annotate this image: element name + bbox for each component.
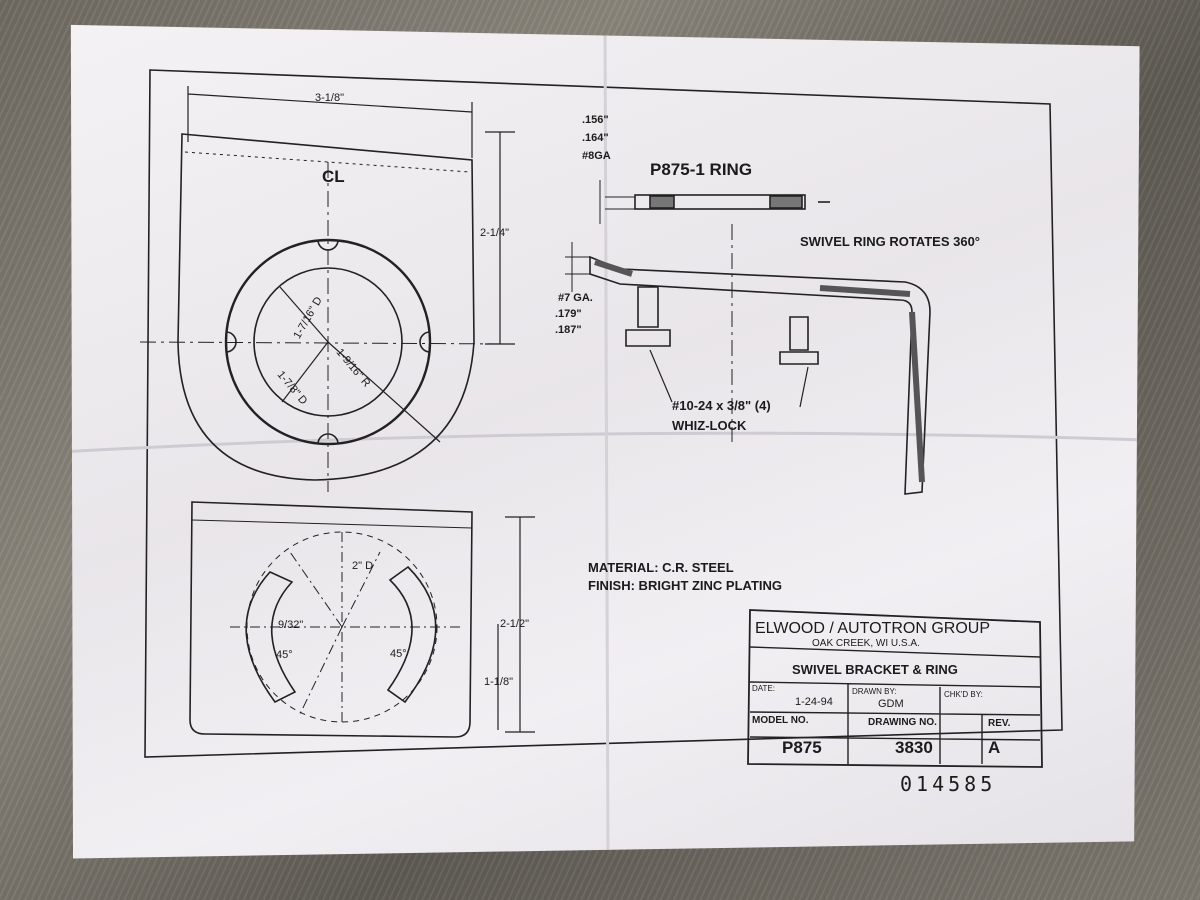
- model-label: MODEL NO.: [752, 715, 809, 726]
- ring-thickness-2: .164": [582, 132, 609, 144]
- right-slot: [386, 565, 437, 704]
- ring-title: P875-1 RING: [650, 160, 753, 179]
- side-view-centerlines: [230, 532, 460, 722]
- finish-note: FINISH: BRIGHT ZINC PLATING: [588, 578, 783, 593]
- height-dimension-line: [485, 131, 515, 345]
- flange-line: [191, 519, 473, 529]
- drawing-number: 3830: [895, 738, 933, 757]
- bracket-section-hatch: [594, 259, 925, 483]
- ring-thickness-dimension: [599, 180, 635, 224]
- screw-spec: #10-24 x 3/8" (4): [672, 398, 771, 413]
- drawn-by-value: GDM: [878, 698, 904, 710]
- centerline-symbol: CL: [322, 167, 345, 186]
- revision-value: A: [988, 738, 1001, 757]
- ring-thickness-1: .156": [582, 114, 609, 126]
- bracket-top-view-outline: [177, 133, 475, 481]
- company-name: ELWOOD / AUTOTRON GROUP: [755, 620, 990, 637]
- lower-height-dimension: 2-1/2": [500, 618, 529, 630]
- drawing-border: [144, 69, 1063, 758]
- notch-left: [225, 331, 237, 353]
- bracket-outer-circle: [224, 238, 432, 446]
- screw-left: [625, 286, 671, 347]
- bracket-thickness-2: .187": [555, 324, 582, 336]
- width-dimension-line: [187, 86, 473, 158]
- bracket-cross-section: [589, 255, 931, 495]
- part-name: SWIVEL BRACKET & RING: [792, 662, 958, 677]
- fold-crease-vertical: [603, 24, 610, 859]
- title-block-frame: [747, 609, 1043, 768]
- title-block-grid: [749, 646, 1041, 764]
- slot-width-label: 9/32": [278, 619, 304, 631]
- notch-bottom: [317, 433, 339, 445]
- technical-drawing-linework: [70, 24, 1140, 859]
- diameter-leaders: [279, 286, 441, 443]
- date-label: DATE:: [752, 684, 775, 693]
- model-number: P875: [782, 738, 822, 757]
- screw-right: [779, 316, 819, 365]
- ring-hatch-left: [649, 195, 675, 209]
- left-slot: [245, 571, 297, 704]
- slot-diameter-label: 2" D: [352, 560, 374, 572]
- material-note: MATERIAL: C.R. STEEL: [588, 560, 734, 575]
- bracket-gauge: #7 GA.: [558, 292, 593, 304]
- screw-type: WHIZ-LOCK: [672, 418, 747, 433]
- side-height-dimensions: [497, 516, 535, 733]
- swivel-note: SWIVEL RING ROTATES 360°: [800, 234, 981, 249]
- company-location: OAK CREEK, WI U.S.A.: [812, 638, 920, 649]
- screw-leaders: [649, 349, 809, 408]
- checked-by-label: CHK'D BY:: [944, 690, 983, 699]
- bracket-side-view-outline: [189, 501, 473, 738]
- serial-number: 014585: [900, 772, 997, 796]
- ring-cross-section: [634, 194, 806, 210]
- left-angle-label: 45°: [276, 649, 293, 661]
- ring-hatch-right: [769, 195, 803, 209]
- top-width-dimension: 3-1/8": [315, 92, 344, 104]
- date-value: 1-24-94: [795, 696, 833, 708]
- revision-label: REV.: [988, 718, 1011, 729]
- fold-crease-horizontal: [70, 431, 1140, 454]
- right-angle-label: 45°: [390, 648, 407, 660]
- drawing-sheet: 3-1/8" CL 2-1/4" 1-7/16" D 1-7/8" D 1-9/…: [70, 24, 1140, 859]
- bracket-inner-hole: [253, 267, 403, 417]
- bracket-thickness-dimension: [565, 242, 590, 292]
- upper-height-dimension: 2-1/4": [480, 227, 509, 239]
- notch-top: [317, 239, 339, 251]
- notch-right: [419, 331, 431, 353]
- drawing-number-label: DRAWING NO.: [868, 717, 937, 728]
- drawn-by-label: DRAWN BY:: [852, 687, 897, 696]
- small-height-dimension: 1-1/8": [484, 676, 513, 688]
- ring-gauge: #8GA: [582, 150, 611, 162]
- bracket-thickness-1: .179": [555, 308, 582, 320]
